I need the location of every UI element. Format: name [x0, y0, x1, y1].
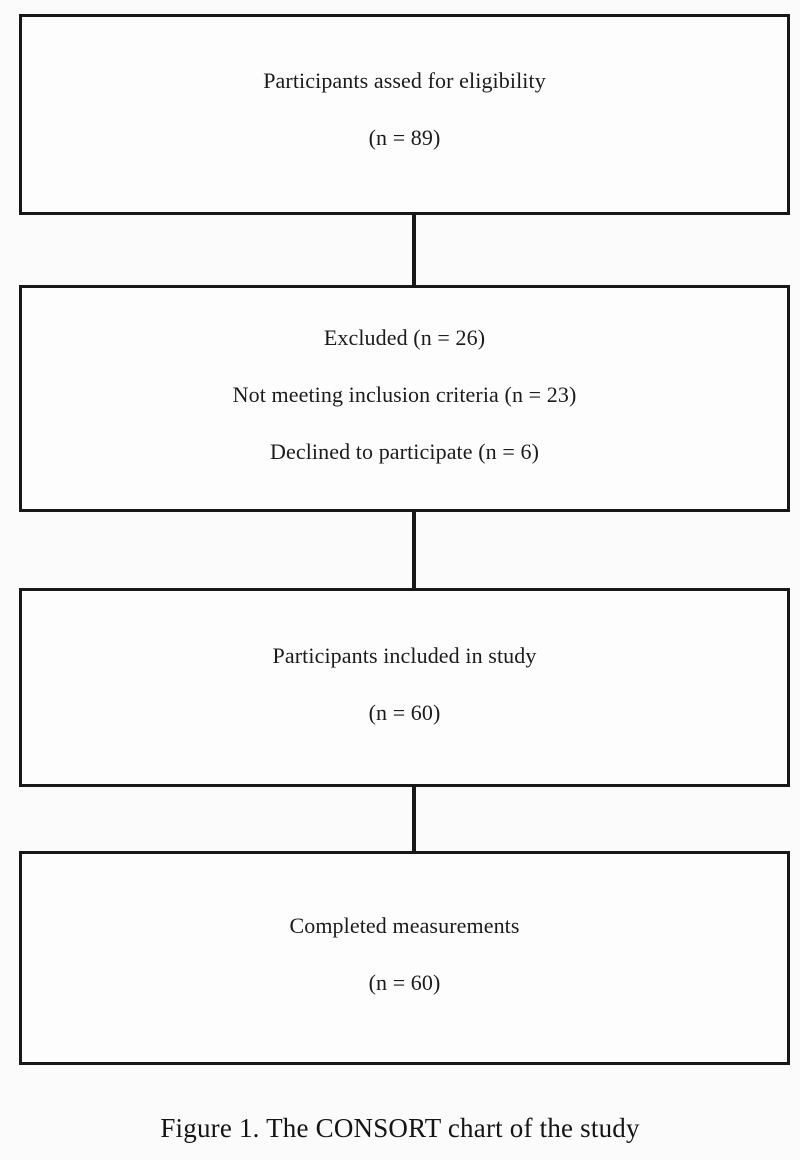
- flow-box-completed-line-1: Completed measurements: [289, 913, 520, 938]
- connector-enrollment-to-excluded: [412, 212, 416, 288]
- flow-box-included: Participants included in study (n = 60): [19, 588, 790, 787]
- flow-box-excluded: Excluded (n = 26) Not meeting inclusion …: [19, 285, 790, 512]
- flow-box-excluded-line-2: Not meeting inclusion criteria (n = 23): [232, 382, 577, 407]
- connector-excluded-to-included: [412, 509, 416, 591]
- flow-box-completed: Completed measurements (n = 60): [19, 851, 790, 1065]
- flow-box-included-line-2: (n = 60): [368, 699, 441, 725]
- flow-box-excluded-line-3: Declined to participate (n = 6): [269, 439, 539, 464]
- flow-box-enrollment-line-2: (n = 89): [368, 124, 441, 150]
- flow-box-excluded-line-1: Excluded (n = 26): [323, 325, 486, 350]
- flow-box-included-line-1: Participants included in study: [272, 642, 537, 668]
- flow-box-completed-text: Completed measurements (n = 60): [22, 897, 787, 1011]
- flow-box-enrollment-line-1: Participants assed for eligibility: [263, 67, 546, 93]
- flow-box-enrollment: Participants assed for eligibility (n = …: [19, 14, 790, 215]
- flow-box-completed-line-2: (n = 60): [368, 970, 441, 995]
- connector-included-to-completed: [412, 784, 416, 854]
- flow-box-included-text: Participants included in study (n = 60): [22, 627, 787, 741]
- figure-caption: Figure 1. The CONSORT chart of the study: [160, 1113, 640, 1143]
- flow-box-excluded-text: Excluded (n = 26) Not meeting inclusion …: [22, 309, 787, 480]
- flow-box-enrollment-text: Participants assed for eligibility (n = …: [22, 52, 787, 166]
